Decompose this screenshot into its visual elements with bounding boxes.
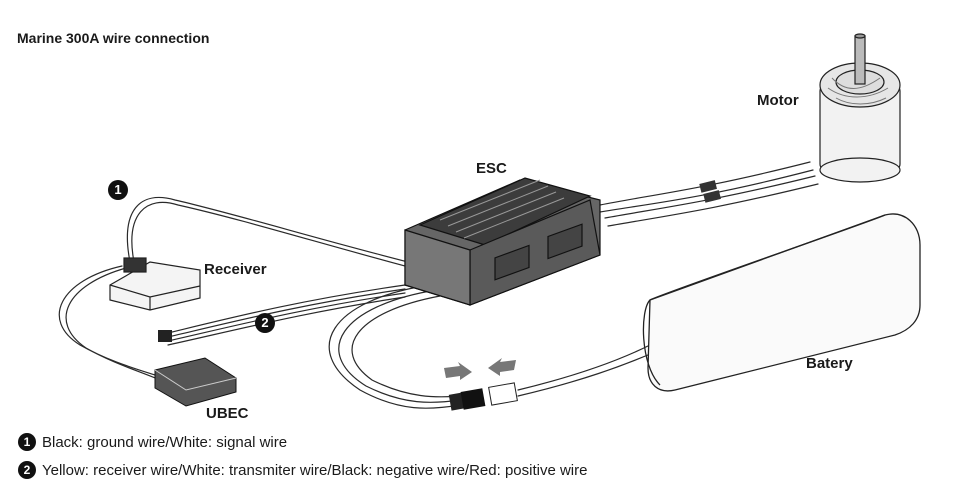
legend-badge-1: 1	[18, 433, 36, 451]
legend-text-1: Black: ground wire/White: signal wire	[42, 433, 288, 451]
esc-plug	[448, 388, 486, 411]
diagram-title: Marine 300A wire connection	[17, 30, 210, 46]
power-wire-a	[328, 284, 461, 409]
motor-wire-a	[599, 161, 811, 206]
ubec-module	[154, 357, 237, 407]
signal-wire-1b	[131, 201, 421, 271]
receiver-plug	[158, 330, 172, 342]
battery-pack	[642, 213, 921, 392]
legend-text-2: Yellow: receiver wire/White: transmiter …	[42, 461, 588, 479]
receiver-label: Receiver	[204, 261, 267, 278]
battery-plug	[488, 382, 518, 406]
ubec-label: UBEC	[206, 405, 249, 422]
legend-item-2: 2 Yellow: receiver wire/White: transmite…	[18, 461, 587, 479]
signal-wire-1	[126, 196, 421, 266]
badge-two: 2	[255, 313, 275, 333]
motor-body	[819, 33, 901, 183]
wire-bundle-2	[167, 284, 406, 334]
battery-lead	[517, 344, 651, 391]
motor-connectors	[699, 180, 721, 203]
battery-label: Batery	[806, 355, 853, 372]
connect-arrows	[444, 358, 516, 380]
motor-label: Motor	[757, 92, 799, 109]
esc-body	[404, 177, 601, 306]
receiver-box	[109, 257, 201, 311]
legend-item-1: 1 Black: ground wire/White: signal wire	[18, 433, 287, 451]
receiver-ubec-wire	[58, 265, 159, 377]
motor-wire-b	[604, 175, 816, 219]
legend-badge-2: 2	[18, 461, 36, 479]
power-wire-b	[351, 295, 461, 398]
esc-label: ESC	[476, 160, 507, 177]
badge-one: 1	[108, 180, 128, 200]
